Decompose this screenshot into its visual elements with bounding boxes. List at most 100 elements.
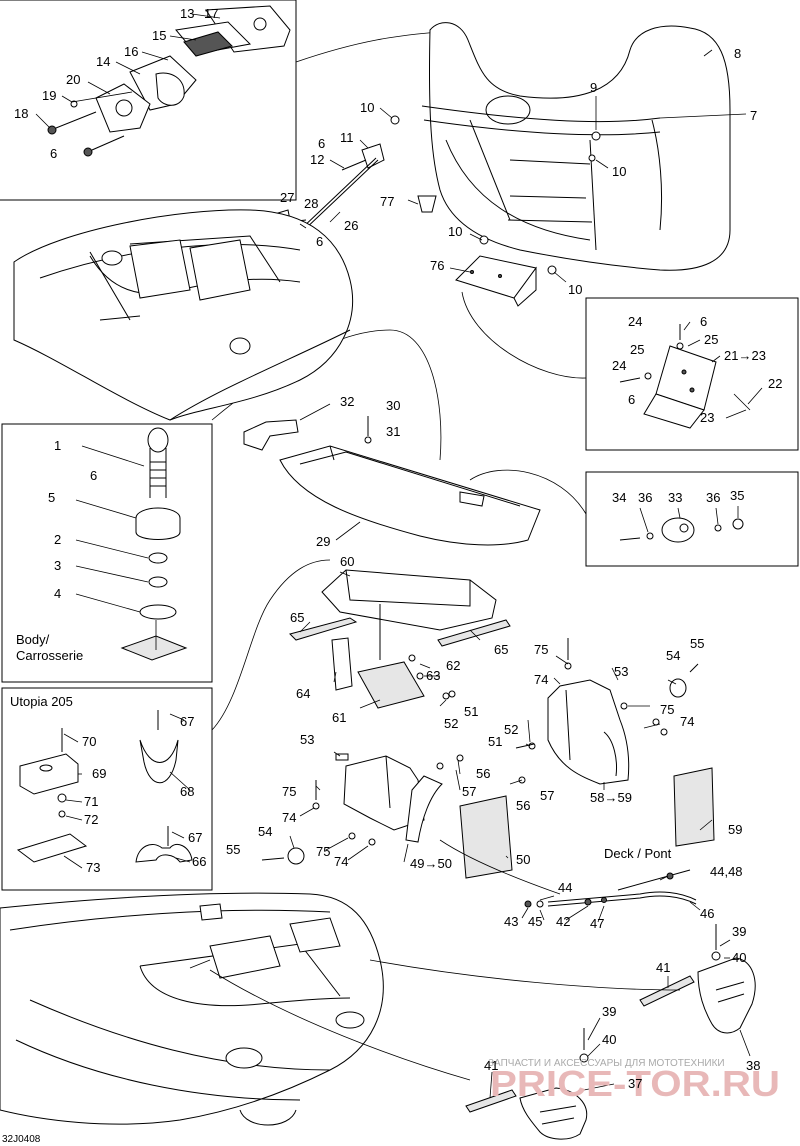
- callout-1: 1: [54, 438, 61, 453]
- bumper-parts: [120, 427, 188, 661]
- callout-40-b: 40: [602, 1032, 616, 1047]
- callout-19: 19: [42, 88, 56, 103]
- callout-47: 47: [590, 916, 604, 931]
- inset-frame-bumper: [1, 423, 213, 683]
- callout-71: 71: [84, 794, 98, 809]
- callout-35: 35: [730, 488, 744, 503]
- callout-18: 18: [14, 106, 28, 121]
- callout-74-d: 74: [680, 714, 694, 729]
- callout-7: 7: [750, 108, 757, 123]
- callout-6-d: 6: [700, 314, 707, 329]
- callout-6-c: 6: [316, 234, 323, 249]
- callout-6-e: 6: [628, 392, 635, 407]
- callout-66: 66: [192, 854, 206, 869]
- latch-assembly: [47, 5, 291, 157]
- callout-10-b: 10: [612, 164, 626, 179]
- callout-56-a: 56: [476, 766, 490, 781]
- watermark-brand: PRICE-TOR.RU: [490, 1063, 780, 1104]
- callout-8: 8: [734, 46, 741, 61]
- callout-77: 77: [380, 194, 394, 209]
- callout-16: 16: [124, 44, 138, 59]
- callout-33: 33: [668, 490, 682, 505]
- callout-51-a: 51: [464, 704, 478, 719]
- callout-10-c: 10: [448, 224, 462, 239]
- callout-36-a: 36: [638, 490, 652, 505]
- callout-10-a: 10: [360, 100, 374, 115]
- callout-12: 12: [310, 152, 324, 167]
- callout-61: 61: [332, 710, 346, 725]
- callout-41-a: 41: [656, 960, 670, 975]
- callout-75-b: 75: [316, 844, 330, 859]
- callout-67-b: 67: [188, 830, 202, 845]
- callout-28: 28: [304, 196, 318, 211]
- callout-3: 3: [54, 558, 61, 573]
- callout-75-d: 75: [660, 702, 674, 717]
- callout-23: 23: [700, 410, 714, 425]
- callout-6-b: 6: [318, 136, 325, 151]
- callout-20: 20: [66, 72, 80, 87]
- callout-65-b: 65: [494, 642, 508, 657]
- callout-45: 45: [528, 914, 542, 929]
- callout-74-b: 74: [334, 854, 348, 869]
- callouts: 13 17 15 16 14 20 19 18 6 8 9 7 10 10 77…: [2, 6, 782, 1145]
- callout-13: 13: [180, 6, 194, 21]
- callout-6-f: 6: [90, 468, 97, 483]
- leader-arc-lock: [469, 469, 587, 515]
- callout-14: 14: [96, 54, 110, 69]
- connector-arc-right: [439, 839, 561, 895]
- callout-11: 11: [340, 130, 354, 145]
- callout-27: 27: [280, 190, 294, 205]
- inset-frame-top-left: [0, 0, 297, 201]
- leader-lines: [35, 13, 763, 1099]
- callout-68: 68: [180, 784, 194, 799]
- deck-rod-assembly: [524, 869, 697, 908]
- callout-70: 70: [82, 734, 96, 749]
- callout-53-b: 53: [614, 664, 628, 679]
- callout-22: 22: [768, 376, 782, 391]
- diagram-code: 32J0408: [2, 1134, 41, 1145]
- callout-6-a: 6: [50, 146, 57, 161]
- inset-frame-hinge: [585, 297, 799, 451]
- callout-44: 44: [558, 880, 572, 895]
- callout-55-a: 55: [226, 842, 240, 857]
- callout-62: 62: [446, 658, 460, 673]
- callout-69: 69: [92, 766, 106, 781]
- callout-55-b: 55: [690, 636, 704, 651]
- callout-30: 30: [386, 398, 400, 413]
- callout-21-23: 21→23: [724, 348, 766, 363]
- handle-assembly: [465, 924, 756, 1140]
- leader-arc-utopia: [211, 559, 331, 731]
- watermark-subtitle: ЗАПЧАСТИ И АКСЕССУАРЫ ДЛЯ МОТОТЕХНИКИ: [488, 1058, 725, 1069]
- callout-76: 76: [430, 258, 444, 273]
- inset-frame-lock: [585, 471, 799, 567]
- side-panel-assembly: [547, 638, 715, 847]
- callout-25-b: 25: [630, 342, 644, 357]
- upper-hull: [13, 209, 354, 421]
- callout-73: 73: [86, 860, 100, 875]
- callout-75-c: 75: [534, 642, 548, 657]
- callout-17: 17: [204, 6, 218, 21]
- callout-50: 50: [516, 852, 530, 867]
- callout-9: 9: [590, 80, 597, 95]
- callout-52-a: 52: [444, 716, 458, 731]
- callout-15: 15: [152, 28, 166, 43]
- callout-26: 26: [344, 218, 358, 233]
- callout-60: 60: [340, 554, 354, 569]
- callout-59: 59: [728, 822, 742, 837]
- callout-54-a: 54: [258, 824, 272, 839]
- callout-49-50: 49→50: [410, 856, 452, 871]
- callout-74-a: 74: [282, 810, 296, 825]
- callout-2: 2: [54, 532, 61, 547]
- callout-43: 43: [504, 914, 518, 929]
- connector-arc-lower: [209, 969, 471, 1081]
- callout-39-a: 39: [732, 924, 746, 939]
- callout-74-c: 74: [534, 672, 548, 687]
- callout-24-b: 24: [612, 358, 626, 373]
- callout-34: 34: [612, 490, 626, 505]
- leader-arc-hinge: [461, 291, 587, 379]
- callout-57-b: 57: [540, 788, 554, 803]
- callout-44-48: 44,48: [710, 864, 743, 879]
- callout-67-a: 67: [180, 714, 194, 729]
- hinge-parts: [619, 324, 751, 429]
